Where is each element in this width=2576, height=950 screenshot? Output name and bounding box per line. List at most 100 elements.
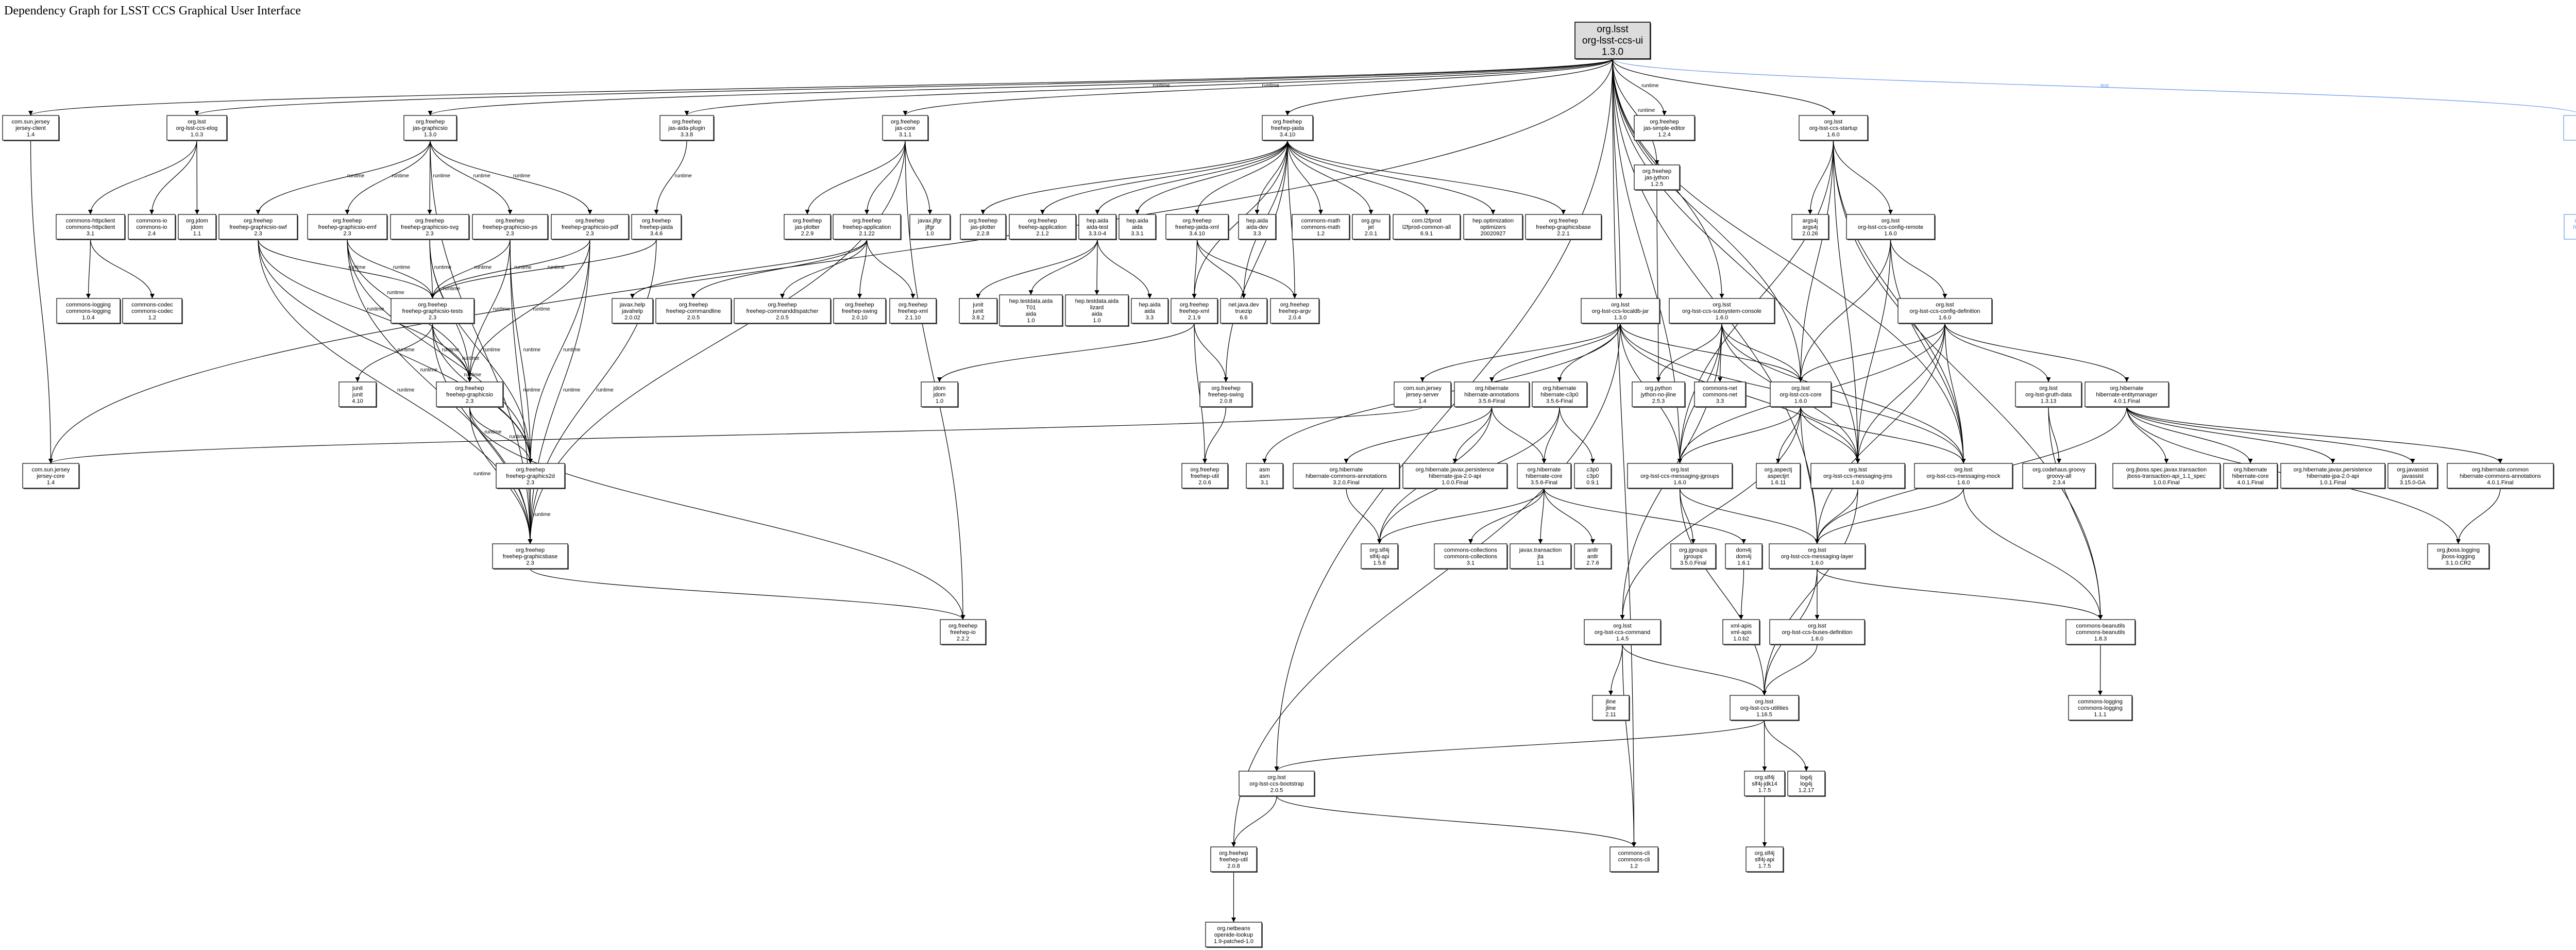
node-version: 1.0.0.Final <box>1442 480 1468 486</box>
node-box <box>551 214 629 240</box>
node-version: 4.10 <box>352 398 363 405</box>
edge-label: runtime <box>483 347 501 353</box>
node-box <box>56 214 125 240</box>
edge-hibcore356-to-antlr <box>1544 488 1595 544</box>
node-group-id: org.hibernate <box>2234 467 2267 473</box>
node-box <box>1205 922 1262 947</box>
node-box <box>1730 695 1799 721</box>
node-artifact-id: jboss-logging <box>2441 554 2475 560</box>
node-box <box>122 298 182 324</box>
edge-ccs-core-to-msg-layer <box>1800 406 1820 544</box>
node-group-id: org.hibernate <box>1330 467 1363 473</box>
node-artifact-id: aspectjrt <box>1768 473 1789 479</box>
node-artifact-id: dom4j <box>1736 554 1752 560</box>
node-group-id: args4j <box>1803 218 1818 224</box>
node-artifact-id: commons-io <box>137 224 167 230</box>
node-group-id: org.lsst <box>1882 218 1900 224</box>
node-box <box>1352 214 1390 240</box>
node-artifact-id: org-lsst-ccs-ui <box>1582 36 1643 46</box>
node-group-id: commons-httpclient <box>66 218 115 224</box>
node-artifact-id: jdom <box>933 392 946 398</box>
edge-root-to-elog <box>195 58 1613 116</box>
node-group-id: org.javassist <box>2397 467 2428 473</box>
node-artifact-id: jta <box>1537 554 1544 560</box>
edge-jaida3410-to-app212 <box>1040 140 1288 215</box>
node-box <box>218 214 298 240</box>
node-version: 2.3 <box>586 231 594 237</box>
node-group-id: org.freehep <box>948 623 977 629</box>
node-group-id: org.codehaus.groovy <box>2032 467 2086 473</box>
node-version: 1.6.0 <box>1957 480 1970 486</box>
edge-jas-graphicsio-to-pdf <box>430 140 592 215</box>
edge-beanutils-to-logging111 <box>2098 644 2103 696</box>
node-group-id: org.lsst <box>1671 467 1689 473</box>
dependency-node-subsystem-console: org.lsstorg-lsst-ccs-subsystem-console1.… <box>1669 298 1775 324</box>
node-box <box>307 214 387 240</box>
node-box <box>2065 619 2136 645</box>
node-version: 3.1 <box>1467 560 1475 566</box>
node-version: 2.1.2 <box>1036 231 1048 237</box>
edge-hib-annotations-to-hca320 <box>1344 406 1493 464</box>
edge-app2122-to-swing2010 <box>857 239 868 299</box>
node-artifact-id: freehep-graphicsio-emf <box>318 224 377 230</box>
node-group-id: org.slf4j <box>1755 851 1775 857</box>
dependency-node-jpa100: org.hibernate.javax.persistencehibernate… <box>1402 463 1508 489</box>
node-artifact-id: freehep-io <box>950 629 976 636</box>
node-artifact-id: jgroups <box>1683 554 1703 560</box>
node-artifact-id: freehep-graphicsio-swf <box>229 224 287 230</box>
node-version: 1.2.17 <box>1799 788 1815 794</box>
node-version: 3.3 <box>1253 231 1261 237</box>
node-artifact-id: slf4j-jdk14 <box>1752 781 1777 787</box>
node-box <box>2068 695 2132 721</box>
node-artifact-id: jersey-client <box>15 125 46 131</box>
node-box <box>2280 463 2385 489</box>
node-version: 3.4.10 <box>1280 132 1296 138</box>
edge-label: runtime <box>597 388 614 393</box>
node-version: 3.3 <box>1146 315 1154 321</box>
node-artifact-id: jersey-core <box>36 473 64 479</box>
node-artifact-id: hibernate-annotations <box>1464 392 1519 398</box>
node-version: 3.3.0-4 <box>1089 231 1106 237</box>
edge-label: runtime <box>563 388 581 393</box>
node-box <box>1745 846 1784 872</box>
edge-ps-to-graphicsbase23 <box>510 239 533 544</box>
edge-label: runtime <box>473 471 491 477</box>
node-version: 2.0.6 <box>1198 480 1211 486</box>
node-artifact-id: org-lsst-gruth-data <box>2025 392 2072 398</box>
node-group-id: hep.aida <box>1126 218 1148 224</box>
node-artifact-id: javahelp <box>621 308 643 314</box>
edge-label: runtime <box>392 173 410 179</box>
edge-jaida3410-to-aida-dev <box>1255 140 1288 215</box>
node-box <box>1791 214 1829 240</box>
node-artifact-id: hibernate-commons-annotations <box>1306 473 1387 479</box>
node-artifact-id: jel <box>1367 224 1374 230</box>
node-group-id: org.freehep <box>516 467 545 473</box>
edge-entitymanager-to-javassist <box>2126 406 2415 464</box>
node-version: 1.1.1 <box>2094 712 2106 718</box>
node-version: 1.3.0 <box>1614 315 1626 321</box>
node-box <box>655 298 732 324</box>
node-artifact-id: org-lsst-ccs-startup <box>1809 125 1858 131</box>
node-version: 2.2.2 <box>957 636 969 642</box>
node-box <box>1744 771 1785 796</box>
edge-config-definition-to-ccs-core <box>1798 323 1945 382</box>
node-artifact-id: jython-no-jline <box>1640 392 1676 398</box>
dependency-node-commanddispatcher: org.freehepfreehep-commanddispatcher2.0.… <box>734 298 832 324</box>
node-artifact-id: org-lsst-ccs-buses-definition <box>1782 629 1853 636</box>
node-box <box>472 214 548 240</box>
node-version: 3.3.8 <box>681 132 693 138</box>
edge-jersey-server-to-jersey-core <box>48 406 1423 464</box>
node-box <box>1722 619 1760 645</box>
node-box <box>1118 214 1156 240</box>
edge-label: runtime <box>434 265 452 271</box>
edge-app2122-to-commandline <box>691 239 868 299</box>
node-group-id: org.freehep <box>845 302 874 308</box>
edge-root-to-msg-jms <box>1612 58 1860 464</box>
